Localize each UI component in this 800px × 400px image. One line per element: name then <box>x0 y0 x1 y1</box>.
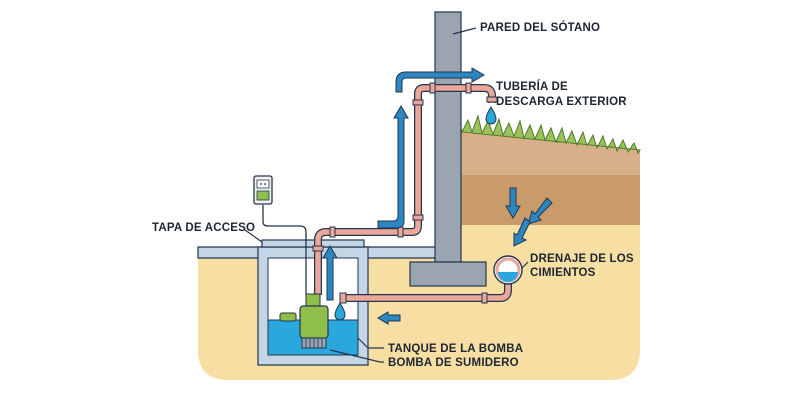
label-pump-tank: TANQUE DE LA BOMBA <box>388 343 523 355</box>
electrical-outlet-icon <box>253 175 273 205</box>
arrow-icon <box>377 105 409 229</box>
label-foundation-drain-line1: DRENAJE DE LOS <box>530 253 634 265</box>
soil-layer-top <box>455 128 640 175</box>
label-basement-wall: PARED DEL SÓTANO <box>480 21 600 34</box>
label-discharge-pipe-line1: TUBERÍA DE <box>496 80 568 93</box>
label-access-lid: TAPA DE ACCESO <box>152 222 255 234</box>
soil-layer-lower <box>455 225 640 258</box>
basement-wall <box>434 11 462 263</box>
arrow-icon <box>527 197 553 225</box>
flow-arrows <box>322 67 553 325</box>
grass <box>461 114 641 155</box>
arrow-icon <box>377 311 401 325</box>
arrow-icon <box>505 187 521 219</box>
label-sump-pump: BOMBA DE SUMIDERO <box>388 357 519 369</box>
arrow-icon <box>395 67 485 93</box>
power-cord <box>262 205 307 294</box>
pipe-joints <box>312 82 498 252</box>
arrow-icon <box>322 245 338 301</box>
foundation-drain-section <box>493 255 523 285</box>
wall-footing <box>409 261 487 287</box>
label-discharge-pipe-line2: DESCARGA EXTERIOR <box>496 96 627 108</box>
arrow-icon <box>513 217 531 247</box>
leader-lines <box>244 27 529 363</box>
sump-pump <box>279 293 329 349</box>
label-foundation-drain-line2: CIMIENTOS <box>530 267 596 279</box>
water-droplet-icon <box>485 106 497 125</box>
water-droplet-icon <box>334 302 346 321</box>
